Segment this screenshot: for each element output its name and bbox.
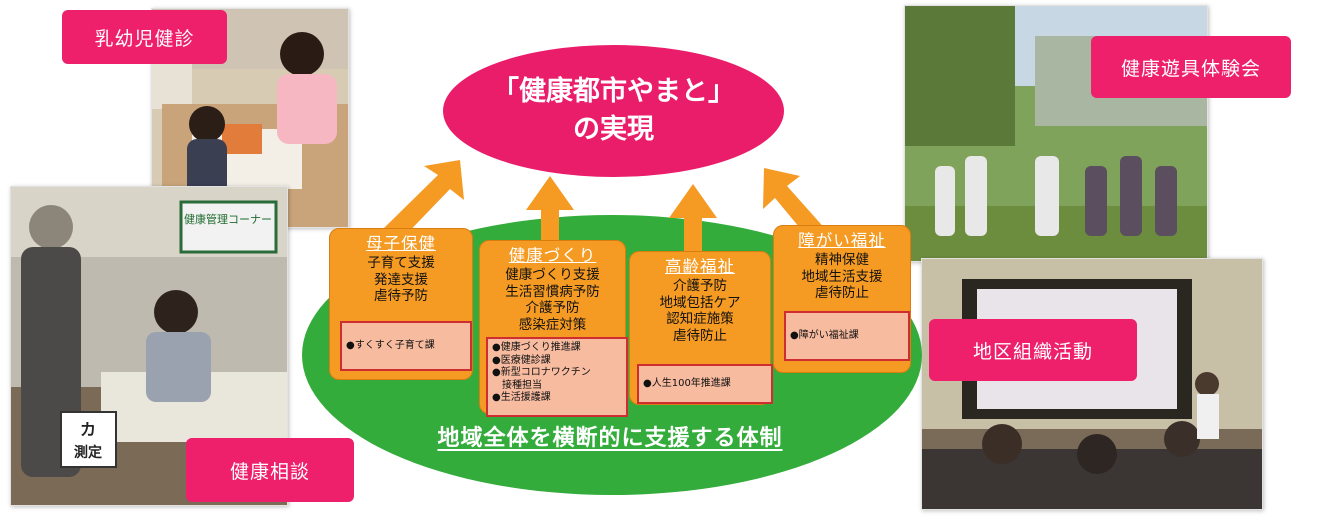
dept-item: ●すくすく子育て課 bbox=[346, 340, 435, 351]
box-health-promotion: 健康づくり 健康づくり支援 生活習慣病予防 介護予防 感染症対策 ●健康づくり推… bbox=[479, 240, 628, 417]
box-item: 虐待予防 bbox=[374, 288, 428, 304]
dept-list: ●障がい福祉課 bbox=[784, 311, 910, 361]
tag-health-consultation: 健康相談 bbox=[186, 438, 354, 502]
box-item: 虐待防止 bbox=[673, 327, 727, 344]
goal-title-line1: 「健康都市やまと」 bbox=[492, 76, 735, 107]
box-elderly-welfare: 高齢福祉 介護予防 地域包括ケア 認知症施策 虐待防止 ●人生100年推進課 bbox=[629, 251, 773, 405]
box-item: 地域包括ケア bbox=[659, 294, 741, 311]
goal-title-line2: の実現 bbox=[573, 114, 654, 145]
box-disability-welfare: 障がい福祉 精神保健 地域生活支援 虐待防止 ●障がい福祉課 bbox=[773, 225, 911, 373]
box-item: 子育て支援 bbox=[367, 255, 435, 271]
box-item: 発達支援 bbox=[374, 271, 428, 288]
box-title: 母子保健 bbox=[366, 234, 436, 253]
photo-district-activity bbox=[921, 258, 1263, 510]
box-title: 健康づくり bbox=[508, 246, 597, 265]
box-item: 介護予防 bbox=[673, 278, 727, 294]
support-system-label: 地域全体を横断的に支援する体制 bbox=[437, 426, 783, 451]
dept-item: ●健康づくり推進課 bbox=[492, 342, 581, 353]
box-item: 健康づくり支援 bbox=[505, 267, 600, 283]
dept-list: ●すくすく子育て課 bbox=[340, 321, 472, 371]
tag-equipment-event: 健康遊具体験会 bbox=[1091, 36, 1291, 98]
measure-sign-top: カ bbox=[80, 420, 96, 439]
box-item: 生活習慣病予防 bbox=[505, 283, 600, 300]
dept-item: ●人生100年推進課 bbox=[643, 378, 731, 389]
box-item: 介護予防 bbox=[525, 300, 580, 316]
tent-banner-text: 健康管理コーナー bbox=[184, 212, 272, 226]
dept-item: ●生活援護課 bbox=[492, 392, 551, 403]
dept-item: ●障がい福祉課 bbox=[790, 330, 859, 341]
measure-sign-bottom: 測定 bbox=[74, 444, 102, 461]
box-item: 虐待防止 bbox=[815, 285, 869, 301]
box-item: 精神保健 bbox=[815, 252, 869, 268]
dept-list: ●健康づくり推進課 ●医療健診課 ●新型コロナワクチン 接種担当 ●生活援護課 bbox=[486, 337, 628, 417]
dept-item: ●新型コロナワクチン bbox=[492, 367, 591, 378]
box-maternal-health: 母子保健 子育て支援 発達支援 虐待予防 ●すくすく子育て課 bbox=[329, 228, 473, 380]
box-item: 認知症施策 bbox=[666, 311, 734, 327]
dept-item: ●医療健診課 bbox=[492, 354, 551, 366]
box-title: 障がい福祉 bbox=[798, 231, 886, 250]
photo-health-consultation: 健康管理コーナー カ 測定 bbox=[10, 186, 288, 506]
goal-ellipse: 「健康都市やまと」 の実現 bbox=[443, 45, 784, 177]
box-item: 感染症対策 bbox=[518, 316, 587, 333]
tag-district-activity: 地区組織活動 bbox=[929, 319, 1137, 381]
box-title: 高齢福祉 bbox=[665, 257, 735, 276]
dept-item: 接種担当 bbox=[492, 379, 542, 391]
tag-infant-checkup: 乳幼児健診 bbox=[62, 10, 227, 64]
box-item: 地域生活支援 bbox=[801, 268, 883, 285]
dept-list: ●人生100年推進課 bbox=[637, 364, 773, 404]
